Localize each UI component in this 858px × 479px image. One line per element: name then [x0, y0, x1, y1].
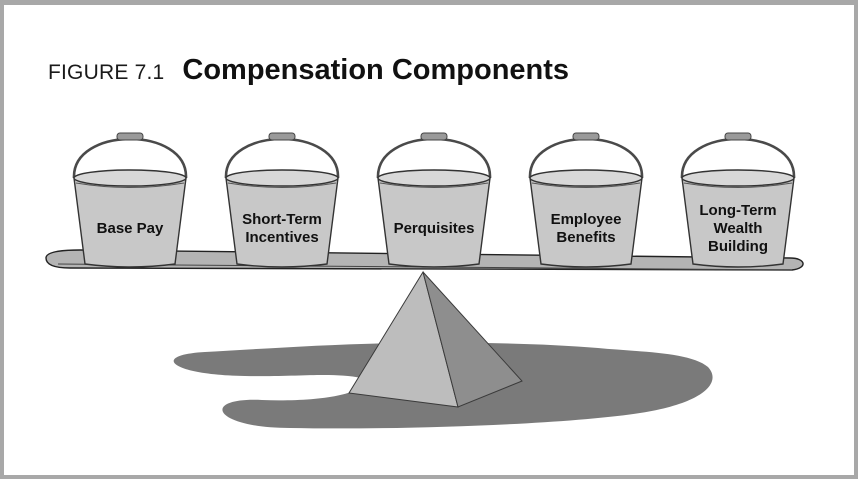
bucket-handle-grip [572, 132, 600, 141]
bucket-label: Perquisites [394, 220, 475, 237]
bucket-rim-band [75, 182, 185, 188]
bucket-handle-grip [116, 132, 144, 141]
bucket-label: Long-Term [699, 202, 776, 219]
bucket-label: Employee [551, 211, 622, 228]
bucket: Perquisites [376, 132, 492, 268]
figure-title: Compensation Components [182, 54, 570, 86]
bucket-rim-band [683, 182, 793, 188]
pyramid-fulcrum [348, 270, 523, 408]
bucket-rim [529, 169, 643, 187]
bucket-rim-band [379, 182, 489, 188]
bucket-rim [681, 169, 795, 187]
bucket-label: Wealth [714, 220, 763, 237]
bucket-rim-band [531, 182, 641, 188]
buckets-group: Base PayShort-TermIncentivesPerquisitesE… [72, 132, 796, 268]
bucket-label: Incentives [245, 229, 318, 246]
bucket-body [225, 177, 339, 268]
bucket-rim [377, 169, 491, 187]
figure-number: FIGURE 7.1 [48, 61, 165, 84]
bucket-body [377, 177, 491, 268]
bucket-handle-grip [268, 132, 296, 141]
bucket-rim-band [227, 182, 337, 188]
bucket-body [681, 177, 795, 268]
bucket-body [73, 177, 187, 268]
bucket: Base Pay [72, 132, 188, 268]
bucket-label: Short-Term [242, 211, 322, 228]
bucket-handle-grip [420, 132, 448, 141]
bucket-label: Benefits [556, 229, 615, 246]
bucket-body [529, 177, 643, 268]
bucket-rim [225, 169, 339, 187]
bucket-label: Building [708, 238, 768, 255]
figure-heading: FIGURE 7.1 Compensation Components [48, 54, 569, 87]
bucket-handle-grip [724, 132, 752, 141]
bucket-rim [73, 169, 187, 187]
bucket-label: Base Pay [97, 220, 164, 237]
